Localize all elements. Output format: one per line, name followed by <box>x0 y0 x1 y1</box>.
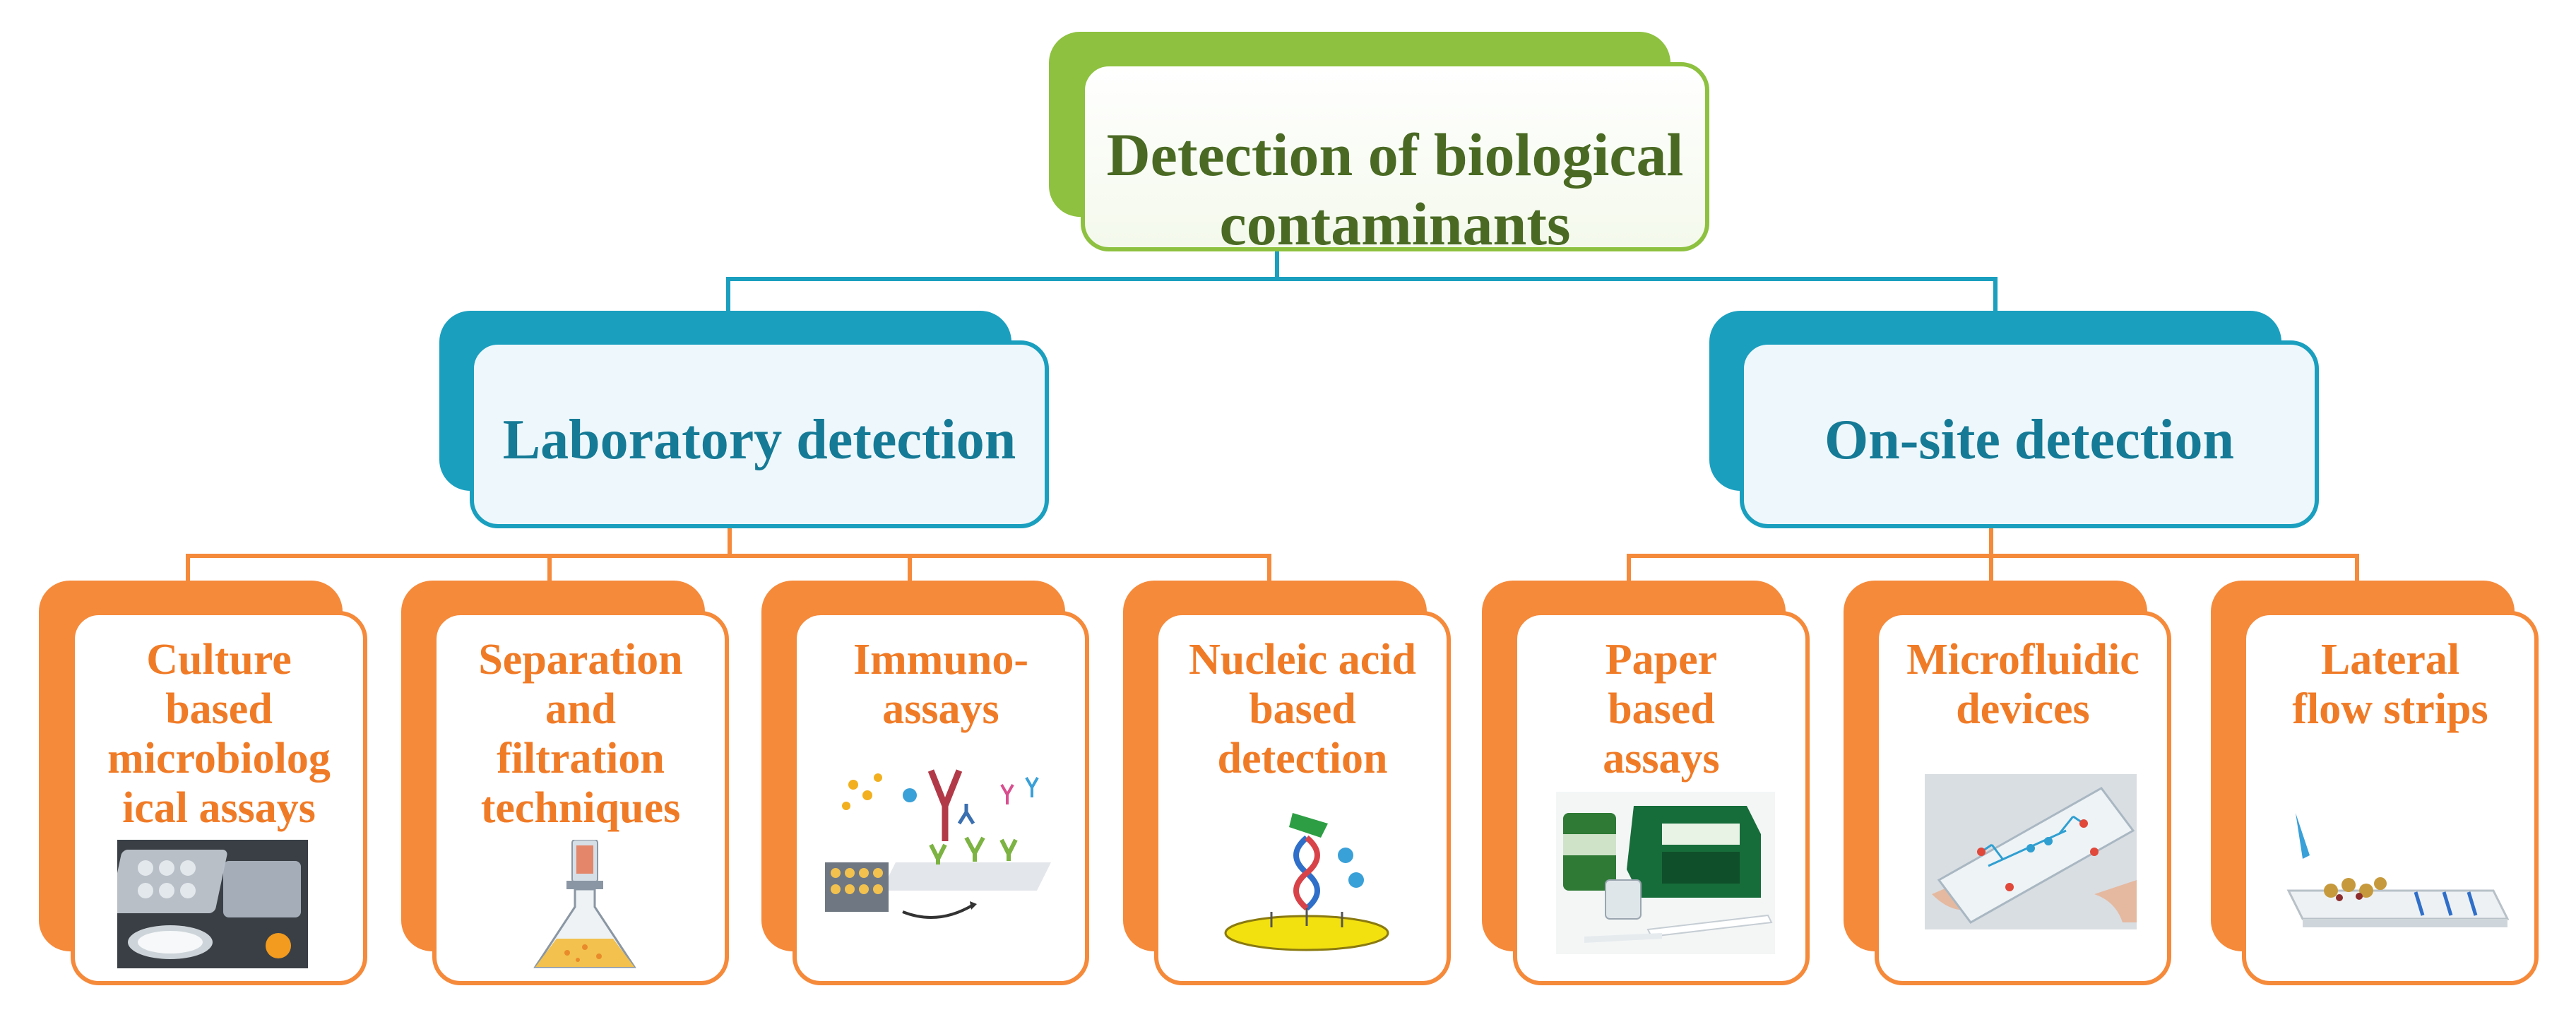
onsite-node-label: On-site detection <box>1824 409 2234 471</box>
leaf-paper: Paper based assays <box>1513 611 1810 985</box>
microfluidic-chip-icon <box>1925 774 2137 929</box>
lab-node-label: Laboratory detection <box>502 409 1016 471</box>
lab-leaf-connector-down <box>728 526 732 556</box>
root-node-label: Detection of biological contaminants <box>1106 121 1684 258</box>
culture-plates-icon <box>117 840 308 968</box>
lab-leaf-connector-horizontal <box>186 554 1271 558</box>
root-node: Detection of biological contaminants <box>1081 62 1709 258</box>
onsite-connector-drop <box>1993 277 1998 342</box>
branch-connector-horizontal <box>726 277 1998 281</box>
nucleic-acid-probe-icon <box>1222 806 1391 954</box>
antibody-assay-icon <box>825 756 1058 926</box>
onsite-leaf-drop-1 <box>1627 554 1631 589</box>
leaf-microfluidic-label: Microfluidic devices <box>1906 636 2139 733</box>
onsite-leaf-drop-3 <box>2355 554 2359 589</box>
leaf-immuno-label: Immuno- assays <box>853 636 1029 733</box>
leaf-immuno: Immuno- assays <box>793 611 1089 985</box>
paper-assay-kit-icon <box>1556 792 1775 954</box>
leaf-microfluidic: Microfluidic devices <box>1875 611 2171 985</box>
onsite-node: On-site detection <box>1740 340 2319 528</box>
leaf-nucleic: Nucleic acid based detection <box>1154 611 1451 985</box>
lab-leaf-drop-2 <box>547 554 552 589</box>
lab-connector-drop <box>726 277 730 342</box>
leaf-separation: Separation and filtration techniques <box>432 611 729 985</box>
leaf-culture-label: Culture based microbiolog ical assays <box>107 636 331 832</box>
lab-leaf-drop-3 <box>908 554 912 589</box>
leaf-lateral-label: Lateral flow strips <box>2292 636 2488 733</box>
leaf-nucleic-label: Nucleic acid based detection <box>1189 636 1416 783</box>
leaf-separation-label: Separation and filtration techniques <box>478 636 683 832</box>
lateral-flow-strip-icon <box>2281 806 2515 940</box>
leaf-lateral: Lateral flow strips <box>2242 611 2539 985</box>
lab-leaf-drop-4 <box>1267 554 1271 589</box>
root-connector-down <box>1275 247 1279 279</box>
leaf-paper-label: Paper based assays <box>1603 636 1720 783</box>
leaf-culture: Culture based microbiolog ical assays <box>71 611 367 985</box>
onsite-leaf-drop-2 <box>1989 554 1993 589</box>
onsite-leaf-connector-down <box>1989 526 1993 556</box>
filtration-flask-icon <box>528 840 641 974</box>
lab-node: Laboratory detection <box>470 340 1049 528</box>
lab-leaf-drop-1 <box>186 554 190 589</box>
